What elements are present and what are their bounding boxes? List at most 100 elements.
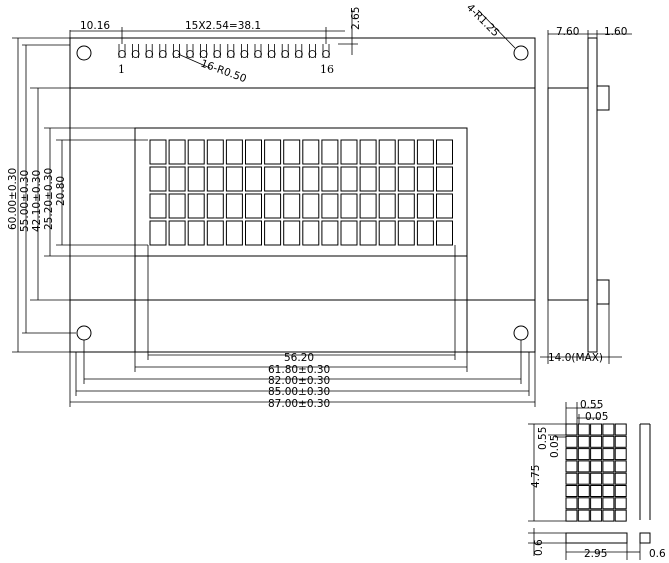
pin-label-last: 16 [320,63,334,76]
character-cell [225,193,243,219]
pin [145,50,154,58]
dim-side-max: 14.0(MAX) [548,352,603,364]
dim-pin-pitch: 15X2.54=38.1 [185,20,261,32]
character-cell [340,139,358,165]
pin [294,50,303,58]
matrix-dot [577,497,590,510]
pin [186,50,194,58]
matrix-dot [590,509,603,522]
character-cell [168,220,186,246]
pin [322,50,330,58]
dim-hole-spacing-v: 55.00±0.30 [19,170,31,232]
character-cell [187,220,205,246]
character-cell [225,220,243,246]
pin [213,50,222,58]
side-pcb [587,37,598,353]
character-cell [302,220,320,246]
pin [158,50,167,58]
dim-pin-height: 2.65 [350,7,362,30]
matrix-dot [577,472,590,485]
mounting-holes [76,45,529,341]
cursor-line [565,532,628,544]
character-cell [149,220,167,246]
matrix-dot [577,460,590,473]
character-cell [264,139,282,165]
dim-active-height: 20.80 [55,176,67,206]
character-cell [245,166,262,192]
dim-side-left: 7.60 [556,26,579,38]
character-cell [245,220,262,246]
character-cell [187,139,205,165]
character-cell [397,166,415,192]
character-cell [397,220,415,246]
character-cell [436,139,453,165]
dot-matrix [565,423,627,522]
dim-hole-spacing-h: 82.00±0.30 [268,375,330,387]
horizontal-dimensions: 56.20 61.80±0.30 82.00±0.30 85.00±0.30 8… [69,245,536,410]
mounting-hole [513,325,529,341]
matrix-dot [590,485,603,497]
dim-bezel-width: 85.00±0.30 [268,386,330,398]
character-cell [187,193,205,219]
dim-hole-radius: 4-R1.25 [464,2,502,40]
matrix-dot [614,423,627,436]
character-cell [283,220,301,246]
matrix-dot [602,423,615,436]
pin [281,50,290,58]
pcb-board [69,37,536,353]
matrix-dot [577,448,590,461]
matrix-dot [602,472,615,485]
dim-cursor-height: 0.6 [533,539,545,556]
character-cell [321,220,339,246]
character-cell [206,139,224,165]
character-cell [206,220,224,246]
character-cell [206,166,224,192]
character-cell [149,139,167,165]
pin [226,50,235,58]
matrix-dot [577,509,590,522]
vertical-dimensions: 60.00±0.30 55.00±0.30 42.10±0.30 25.20±0… [7,37,148,353]
matrix-dot [602,497,615,510]
dim-dot-gap: 0.05 [585,411,608,423]
matrix-dot [614,448,627,461]
matrix-dot [614,509,627,522]
matrix-dot [577,485,590,497]
matrix-dot [614,485,627,497]
matrix-dot [565,472,578,485]
character-cell [264,166,282,192]
character-cell [302,166,320,192]
character-cell [321,166,339,192]
pin [308,50,317,58]
matrix-dot [602,448,615,461]
character-detail: 0.55 0.05 0.55 0.05 4.75 0.6 2.95 0.6 [528,399,666,560]
viewing-area [134,127,468,257]
dim-board-width: 87.00±0.30 [268,398,330,410]
character-cell [359,166,377,192]
character-cell [397,139,415,165]
character-cell [378,220,396,246]
dim-viewing-width: 61.80±0.30 [268,364,330,376]
character-cell [168,193,186,219]
dim-side-right: 1.60 [604,26,627,38]
character-cell [378,166,396,192]
character-cell [283,139,301,165]
mounting-hole [76,325,92,341]
character-cell [436,166,453,192]
character-cell [283,166,301,192]
dim-board-height: 60.00±0.30 [7,168,19,230]
character-cell [436,220,453,246]
dim-dot-size: 0.55 [580,399,603,411]
character-cell [168,139,186,165]
character-cell [436,193,453,219]
matrix-dot [590,472,603,485]
matrix-dot [577,435,590,448]
matrix-dot [602,485,615,497]
top-dimensions: 10.16 15X2.54=38.1 2.65 4-R1.25 16-R0.50 [69,2,516,86]
matrix-dot [614,460,627,473]
character-cell [187,166,205,192]
matrix-dot [602,509,615,522]
matrix-dot [614,497,627,510]
matrix-dot [590,448,603,461]
dim-pin-radius: 16-R0.50 [199,58,248,86]
